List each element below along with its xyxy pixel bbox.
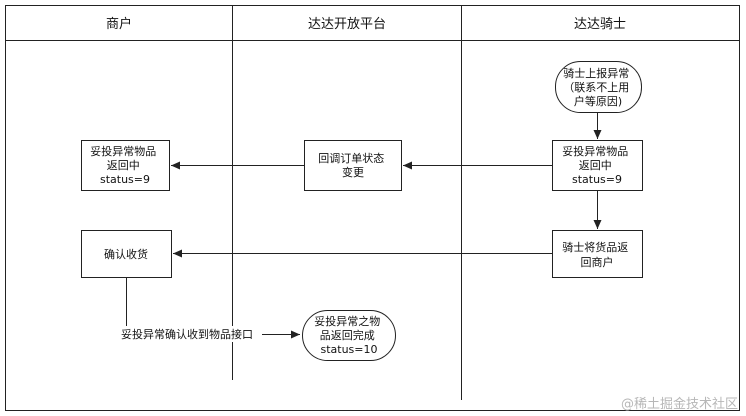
node-rider-return-goods-line: 骑士将货品返 xyxy=(562,240,628,254)
node-rider-returning-label: 妥投异常物品 返回中 status=9 xyxy=(562,144,632,186)
watermark: @稀土掘金技术社区 xyxy=(620,397,738,412)
node-rider-report-label: 骑士上报异常 （联系不上用 户等原因) xyxy=(563,66,633,108)
node-merchant-returning xyxy=(81,140,170,191)
node-merchant-returning-line: 返回中 xyxy=(107,159,140,172)
node-rider-return-goods-label: 骑士将货品返 回商户 xyxy=(562,240,632,269)
node-rider-report xyxy=(555,61,642,113)
node-rider-returning-line: status=9 xyxy=(572,173,622,186)
edge-label-confirm-interface: 妥投异常确认收到物品接口 xyxy=(121,327,253,341)
node-platform-callback xyxy=(304,140,402,191)
node-rider-return-goods-line: 回商户 xyxy=(581,255,614,269)
node-return-complete-line: 品返回完成 xyxy=(320,328,375,342)
node-platform-callback-line: 变更 xyxy=(342,165,364,179)
lane-title-platform: 达达开放平台 xyxy=(308,17,386,32)
node-confirm-receipt-label: 确认收货 xyxy=(104,247,148,261)
node-return-complete-line: status=10 xyxy=(320,343,377,356)
node-return-complete-line: 妥投异常之物 xyxy=(314,314,380,328)
node-rider-returning-line: 返回中 xyxy=(579,159,612,172)
node-rider-report-line: 骑士上报异常 xyxy=(563,66,629,80)
node-rider-returning xyxy=(552,140,643,191)
lane-title-rider: 达达骑士 xyxy=(574,17,626,32)
lane-title-merchant: 商户 xyxy=(106,16,132,32)
swimlane-frame xyxy=(5,5,740,411)
node-rider-returning-line: 妥投异常物品 xyxy=(562,144,628,158)
node-rider-report-line: （联系不上用 xyxy=(563,81,629,94)
node-platform-callback-label: 回调订单状态 变更 xyxy=(318,151,388,179)
node-platform-callback-line: 回调订单状态 xyxy=(318,151,384,165)
node-merchant-returning-label: 妥投异常物品 返回中 status=9 xyxy=(90,144,160,186)
node-rider-return-goods xyxy=(552,230,643,278)
node-return-complete xyxy=(302,310,396,361)
node-merchant-returning-line: 妥投异常物品 xyxy=(90,144,156,158)
node-merchant-returning-line: status=9 xyxy=(100,173,150,186)
edge-label-bg xyxy=(112,326,262,342)
node-rider-report-line: 户等原因) xyxy=(574,94,622,108)
node-confirm-receipt xyxy=(81,230,172,278)
node-return-complete-label: 妥投异常之物 品返回完成 status=10 xyxy=(314,314,384,356)
